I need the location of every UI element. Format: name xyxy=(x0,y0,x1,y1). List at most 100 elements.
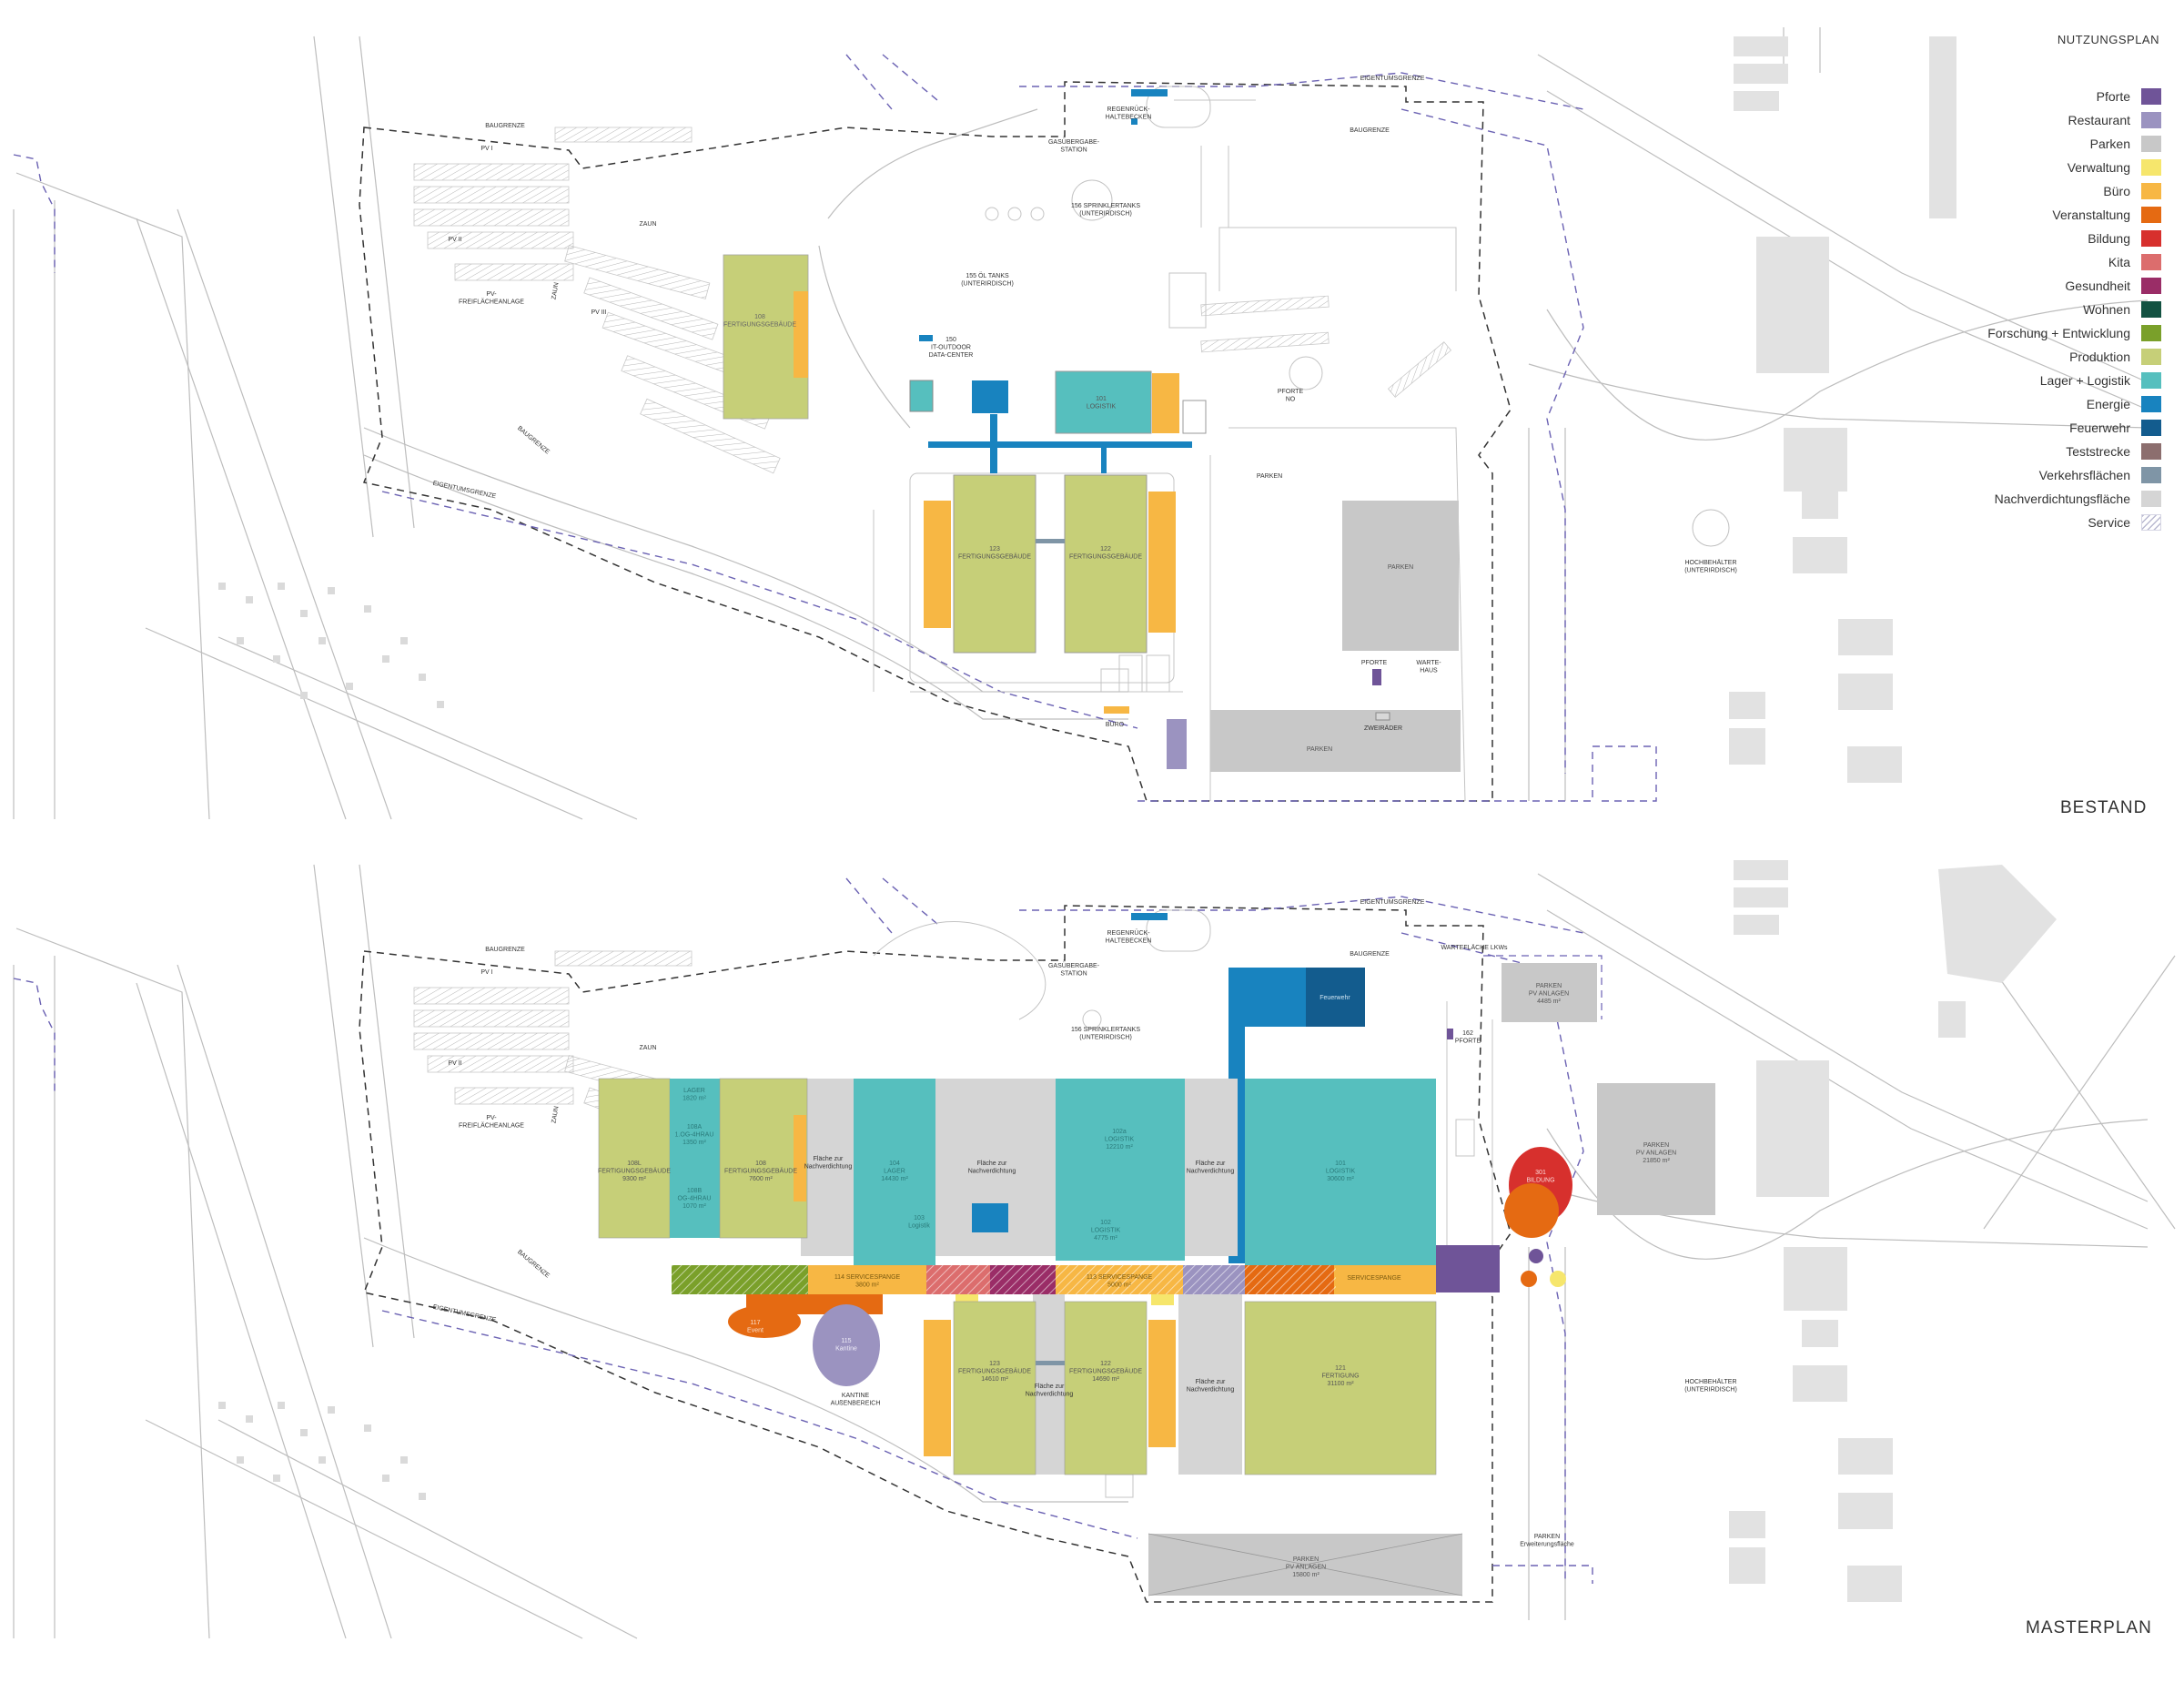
bestand-label-oel: 155 ÖL TANKS(UNTERIRDISCH) xyxy=(961,272,1014,287)
masterplan-site-roads xyxy=(873,909,1493,1498)
bestand-logistik-small xyxy=(909,380,934,412)
legend-item: Verkehrsflächen xyxy=(1956,463,2161,487)
mp-nachverdichtung-mid xyxy=(1033,1292,1065,1475)
legend-item: Restaurant xyxy=(1956,108,2161,132)
mp-parken-pv-2 xyxy=(1597,1083,1715,1215)
bestand-boundaries xyxy=(13,54,1657,802)
mp-building-121 xyxy=(1244,1301,1437,1475)
legend-swatch-icon xyxy=(2141,159,2161,176)
mp-label-servicespange-3: SERVICESPANGE xyxy=(1347,1275,1401,1282)
mp-label-pv1: PV I xyxy=(480,969,492,976)
legend-swatch-icon xyxy=(2141,372,2161,389)
legend-swatch-icon xyxy=(2141,278,2161,294)
bestand-label-pv3: PV III xyxy=(591,309,606,316)
legend-item-label: Forschung + Entwicklung xyxy=(1987,326,2130,340)
legend-item-label: Lager + Logistik xyxy=(2039,373,2130,388)
bestand-label-parken-block: PARKEN xyxy=(1388,564,1413,571)
mp-energie-block xyxy=(1228,968,1306,1027)
mp-building-108-office xyxy=(794,1115,806,1201)
legend-item-label: Gesundheit xyxy=(2065,279,2130,293)
legend-item-label: Parken xyxy=(2089,137,2130,151)
bestand-building-122 xyxy=(1064,474,1148,654)
legend-item: Produktion xyxy=(1956,345,2161,369)
mp-servicespange-1 xyxy=(808,1265,926,1294)
mp-label-zaun-top: ZAUN xyxy=(639,1045,656,1051)
mp-building-108 xyxy=(719,1078,808,1239)
bestand-label-zweiraeder: ZWEIRÄDER xyxy=(1364,725,1402,732)
mp-feuerwehr-block xyxy=(1306,968,1365,1027)
bestand-building-123-office xyxy=(924,501,951,628)
bestand-label-buero: BÜRO xyxy=(1106,721,1125,728)
legend-item-label: Feuerwehr xyxy=(2069,421,2130,435)
legend-swatch-icon xyxy=(2141,207,2161,223)
legend-item: Kita xyxy=(1956,250,2161,274)
legend-item-label: Veranstaltung xyxy=(2052,208,2130,222)
legend-swatch-icon xyxy=(2141,88,2161,105)
legend-item-label: Teststrecke xyxy=(2066,444,2130,459)
legend-item-label: Verkehrsflächen xyxy=(2038,468,2130,482)
legend-item: Bildung xyxy=(1956,227,2161,250)
mp-verkehr-link xyxy=(1036,1361,1065,1365)
bestand-datacenter-energy xyxy=(919,335,933,341)
bestand-buero-small xyxy=(1104,706,1129,714)
mp-label-pv-frei: PV-FREIFLÄCHEANLAGE xyxy=(459,1115,524,1129)
mp-veranstaltung-dot xyxy=(1521,1271,1537,1287)
legend-swatch-icon xyxy=(2141,230,2161,247)
mp-building-123-office xyxy=(924,1320,951,1456)
mp-label-baugrenze-diag: BAUGRENZE xyxy=(516,1249,551,1280)
bestand-pforte-nord xyxy=(1131,118,1138,125)
bestand-energie-stem-2 xyxy=(1101,441,1107,473)
legend-item-label: Büro xyxy=(2103,184,2130,198)
legend-item-label: Pforte xyxy=(2096,89,2130,104)
mp-label-baugrenze-left: BAUGRENZE xyxy=(485,947,525,953)
bestand-building-108-office xyxy=(794,291,808,378)
legend-swatch-icon xyxy=(2141,301,2161,318)
bestand-label-parken-top: PARKEN xyxy=(1257,473,1282,480)
mp-energie-top xyxy=(1131,913,1168,920)
mp-fe-band-hatch xyxy=(672,1265,808,1294)
mp-parken-pv-1 xyxy=(1502,963,1597,1022)
legend-item: Büro xyxy=(1956,179,2161,203)
legend-item: Parken xyxy=(1956,132,2161,156)
bestand-pforte-sued xyxy=(1372,669,1381,685)
mp-building-108l xyxy=(598,1078,671,1239)
mp-band-hatch xyxy=(926,1265,1336,1294)
bestand-label-regen: REGENRÜCK-HALTEBECKEN xyxy=(1106,106,1152,120)
masterplan-panel: EIGENTUMSGRENZE BAUGRENZE BAUGRENZE BAUG… xyxy=(13,860,2176,1639)
bestand-building-101-office xyxy=(1152,373,1179,433)
mp-building-122-office xyxy=(1148,1320,1176,1447)
bestand-label-eigentumsgrenze-top: EIGENTUMSGRENZE xyxy=(1360,76,1425,82)
legend-item: Energie xyxy=(1956,392,2161,416)
legend-item: Lager + Logistik xyxy=(1956,369,2161,392)
mp-label-feuerwehr: Feuerwehr xyxy=(1320,995,1350,1001)
mp-label-regen: REGENRÜCK-HALTEBECKEN xyxy=(1106,929,1152,944)
legend-item: Veranstaltung xyxy=(1956,203,2161,227)
mp-building-104 xyxy=(854,1079,935,1265)
bestand-building-101 xyxy=(1055,370,1152,434)
legend-item-label: Verwaltung xyxy=(2067,160,2130,175)
bestand-energie-top xyxy=(1131,89,1168,96)
bestand-restaurant-small xyxy=(1167,719,1187,769)
bestand-energie-bridge xyxy=(928,441,1192,448)
bestand-label-baugrenze-left: BAUGRENZE xyxy=(485,123,525,129)
bestand-parken-bottom xyxy=(1210,710,1461,772)
